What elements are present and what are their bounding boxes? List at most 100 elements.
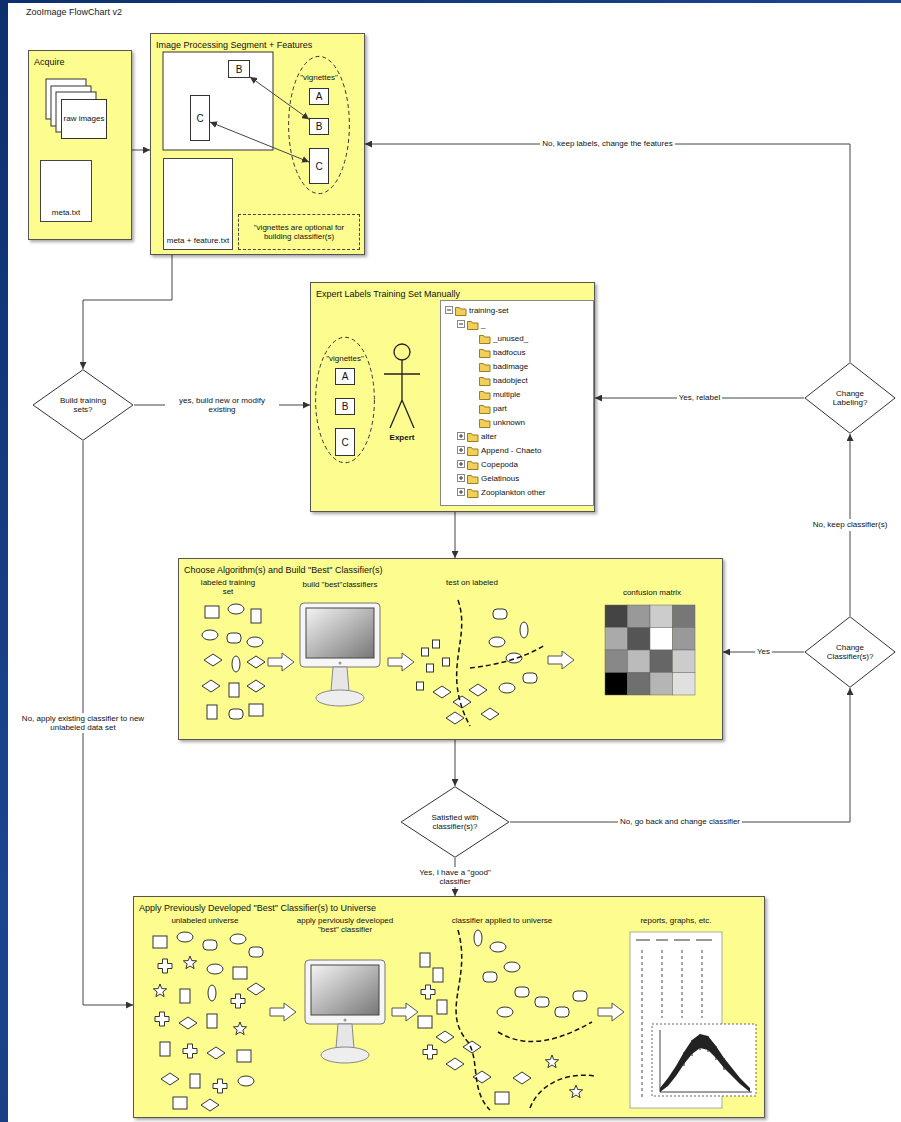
drawing-part [384, 360, 420, 428]
drawing-part [417, 682, 424, 690]
panel-title: Expert Labels Training Set Manually [311, 286, 465, 303]
panel-title: Acquire [29, 54, 70, 71]
expander-sign [459, 490, 463, 494]
folder-icon [457, 458, 479, 470]
folder-shape [468, 448, 479, 456]
folder-shape [480, 378, 491, 386]
drawing-part [163, 52, 273, 150]
diamond-shape [805, 363, 895, 434]
unlabeled-shapes [153, 932, 265, 1111]
drawing-part [515, 987, 529, 997]
tree-row: multiple [441, 387, 593, 401]
drawing-part [160, 1042, 170, 1056]
drawing-part [523, 673, 537, 683]
drawing-part [392, 1003, 418, 1021]
drawing-part [305, 960, 385, 1063]
expander-box [458, 433, 465, 440]
folder-icon [457, 430, 479, 442]
edge-label: No, keep classifier(s) [811, 519, 890, 530]
expander-box [458, 447, 465, 454]
diamond-shape [33, 370, 133, 441]
drawing-part [394, 344, 410, 360]
panel-title: Apply Previously Developed "Best" Classi… [134, 900, 381, 917]
file-name: meta.txt [52, 208, 80, 217]
drawing-part [436, 1031, 454, 1043]
drawing-part [490, 942, 506, 952]
drawing-part [545, 1055, 558, 1068]
drawing-part [231, 994, 245, 1008]
diagram-title: ZooImage FlowChart v2 [26, 7, 122, 17]
tree-row: Append - Chaeto [441, 443, 593, 457]
drawing-part [673, 628, 696, 651]
drawing-part [230, 934, 246, 944]
tree-row: Copepoda [441, 457, 593, 471]
drawing-part [636, 939, 712, 941]
drawing-part [247, 656, 265, 668]
folder-shape [480, 364, 491, 372]
drawing-part [630, 932, 722, 1108]
tree-row: alter [441, 429, 593, 443]
folder-name: Copepoda [481, 460, 518, 469]
note-text: "vignettes are optional for building cla… [243, 223, 355, 241]
folder-shape [480, 406, 491, 414]
caption-label: classifier applied to universe [436, 916, 568, 925]
drawing-part [233, 1022, 246, 1035]
drawing-part [605, 628, 628, 651]
drawing-part [673, 650, 696, 673]
expander-sign [459, 448, 463, 452]
decision-diamond: Change Classifier(s)? [804, 616, 896, 688]
drawing-part [433, 686, 451, 698]
decision-diamond: Satisfied with classifier(s)? [400, 786, 510, 858]
box-label: B [316, 121, 323, 132]
edge-label: No, keep labels, change the features [540, 138, 674, 149]
drawing-part [446, 1058, 464, 1070]
file-page: meta + feature.txt [163, 158, 233, 250]
decision-text: Change Labeling? [822, 389, 877, 407]
item-box: A [335, 368, 355, 385]
box-label: B [342, 401, 349, 412]
item-box: C [190, 95, 210, 141]
diamond-shape [401, 787, 509, 858]
decision-text: Build training sets? [52, 396, 113, 414]
report-sheet [630, 932, 756, 1108]
vignette-group: "vignettes"ABC [288, 55, 350, 195]
caption-label: confusion matrix [610, 588, 694, 597]
caption-label: Expert [382, 433, 422, 442]
drawing-part [247, 637, 263, 647]
folder-icon [469, 388, 491, 400]
folder-shape [480, 336, 491, 344]
box-label: raw images [64, 115, 105, 124]
box-label: A [342, 371, 349, 382]
panel-title: Choose Algorithm(s) and Build "Best" Cla… [179, 562, 387, 579]
box-label: C [196, 113, 203, 124]
decision-diamond: Build training sets? [32, 369, 134, 441]
drawing-part [161, 1073, 179, 1085]
drawing-part [270, 1003, 296, 1021]
box-label: B [236, 64, 243, 75]
drawing-part [489, 637, 505, 647]
folder-name: training-set [469, 306, 509, 315]
drawing-part [207, 1047, 225, 1059]
drawing-part [513, 1072, 531, 1084]
item-box: raw images [61, 99, 107, 139]
panel-title: Image Processing Segment + Features [151, 37, 317, 54]
caption-label: test on labeled [432, 578, 512, 587]
folder-icon [469, 346, 491, 358]
folder-name: Gelatinous [481, 474, 519, 483]
diamond-shape [805, 617, 895, 688]
drawing-part [684, 1034, 724, 1070]
caption-label: build "best"classifiers [288, 580, 392, 589]
item-box: C [335, 428, 355, 456]
drawing-part [384, 344, 420, 428]
drawing-part [268, 653, 294, 671]
expander-sign [447, 310, 451, 311]
folder-shape [480, 350, 491, 358]
item-box: B [228, 60, 250, 78]
process-panel: Acquire raw images meta.txt [28, 50, 132, 240]
drawing-part [205, 606, 219, 618]
folder-icon [457, 444, 479, 456]
item-box: B [335, 398, 355, 415]
drawing-part [453, 696, 471, 708]
drawing-part [673, 605, 696, 628]
drawing-part [555, 1007, 569, 1017]
